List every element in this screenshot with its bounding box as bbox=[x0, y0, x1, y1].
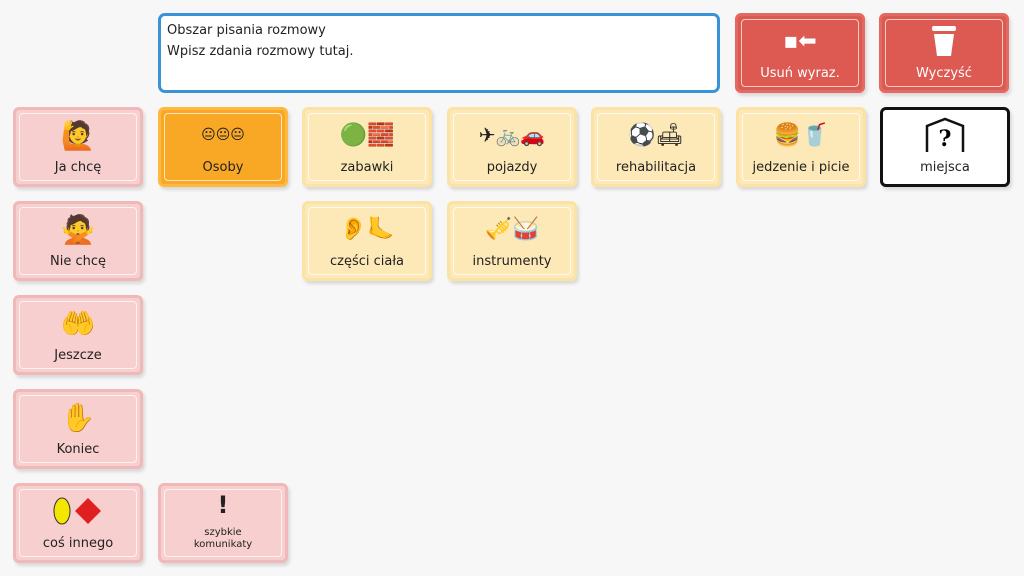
food-drink-icon: 🍔🥤 bbox=[773, 122, 829, 148]
ja-chce-button[interactable]: 🙋 Ja chcę bbox=[13, 107, 143, 187]
instruments-icon: 🎺🥁 bbox=[484, 216, 540, 242]
jeszcze-button[interactable]: 🤲 Jeszcze bbox=[13, 295, 143, 375]
cell-label: instrumenty bbox=[472, 254, 552, 269]
delete-word-label: Usuń wyraz. bbox=[760, 66, 840, 81]
message-line-2: Wpisz zdania rozmowy tutaj. bbox=[167, 44, 354, 59]
cell-label: miejsca bbox=[920, 160, 970, 175]
category-zabawki[interactable]: 🟢🧱 zabawki bbox=[302, 107, 432, 187]
koniec-button[interactable]: ✋ Koniec bbox=[13, 389, 143, 469]
rehabilitation-icon: ⚽🛋 bbox=[628, 122, 684, 148]
trash-icon bbox=[930, 20, 958, 62]
exclamation-icon: ! bbox=[217, 490, 229, 519]
people-icon: 😐😐😐 bbox=[201, 127, 245, 143]
cell-label: zabawki bbox=[340, 160, 394, 175]
nie-chce-button[interactable]: 🙅 Nie chcę bbox=[13, 201, 143, 281]
cell-label: rehabilitacja bbox=[615, 160, 697, 175]
svg-text:?: ? bbox=[939, 126, 952, 152]
cell-label: Osoby bbox=[202, 160, 244, 175]
cell-label: Nie chcę bbox=[50, 254, 106, 269]
category-osoby[interactable]: 😐😐😐 Osoby bbox=[158, 107, 288, 187]
clear-label: Wyczyść bbox=[916, 66, 972, 81]
person-waving-icon: 🙋 bbox=[60, 118, 96, 152]
delete-word-button[interactable]: ▪⬅ Usuń wyraz. bbox=[735, 13, 865, 93]
category-pojazdy[interactable]: ✈🚲🚗 pojazdy bbox=[447, 107, 577, 187]
cell-label: jedzenie i picie bbox=[752, 160, 850, 175]
vehicles-icon: ✈🚲🚗 bbox=[478, 123, 546, 147]
category-rehabilitacja[interactable]: ⚽🛋 rehabilitacja bbox=[591, 107, 721, 187]
quick-line-2: komunikaty bbox=[193, 539, 253, 550]
category-czesci-ciala[interactable]: 👂🦶 części ciała bbox=[302, 201, 432, 281]
quick-line-1: szybkie bbox=[204, 527, 242, 538]
backspace-arrow-icon: ▪⬅ bbox=[783, 28, 817, 54]
cell-label: coś innego bbox=[42, 536, 114, 551]
cell-label: Jeszcze bbox=[54, 348, 102, 363]
category-instrumenty[interactable]: 🎺🥁 instrumenty bbox=[447, 201, 577, 281]
cell-label: Ja chcę bbox=[54, 160, 102, 175]
category-jedzenie-i-picie[interactable]: 🍔🥤 jedzenie i picie bbox=[736, 107, 866, 187]
clear-button[interactable]: Wyczyść bbox=[879, 13, 1009, 93]
places-icon: ? bbox=[923, 114, 967, 156]
message-area[interactable]: Obszar pisania rozmowy Wpisz zdania rozm… bbox=[158, 13, 720, 93]
more-hands-icon: 🤲 bbox=[60, 306, 96, 340]
cell-label: Koniec bbox=[56, 442, 100, 457]
category-miejsca[interactable]: ? miejsca bbox=[880, 107, 1010, 187]
cell-label: pojazdy bbox=[486, 160, 538, 175]
stop-hand-icon: ✋ bbox=[60, 400, 96, 434]
cell-label: części ciała bbox=[329, 254, 405, 269]
person-refusing-icon: 🙅 bbox=[60, 212, 96, 246]
body-parts-icon: 👂🦶 bbox=[339, 216, 395, 242]
cos-innego-button[interactable]: coś innego bbox=[13, 483, 143, 563]
shapes-icon bbox=[50, 490, 106, 532]
message-line-1: Obszar pisania rozmowy bbox=[167, 23, 326, 38]
toys-icon: 🟢🧱 bbox=[339, 122, 395, 148]
